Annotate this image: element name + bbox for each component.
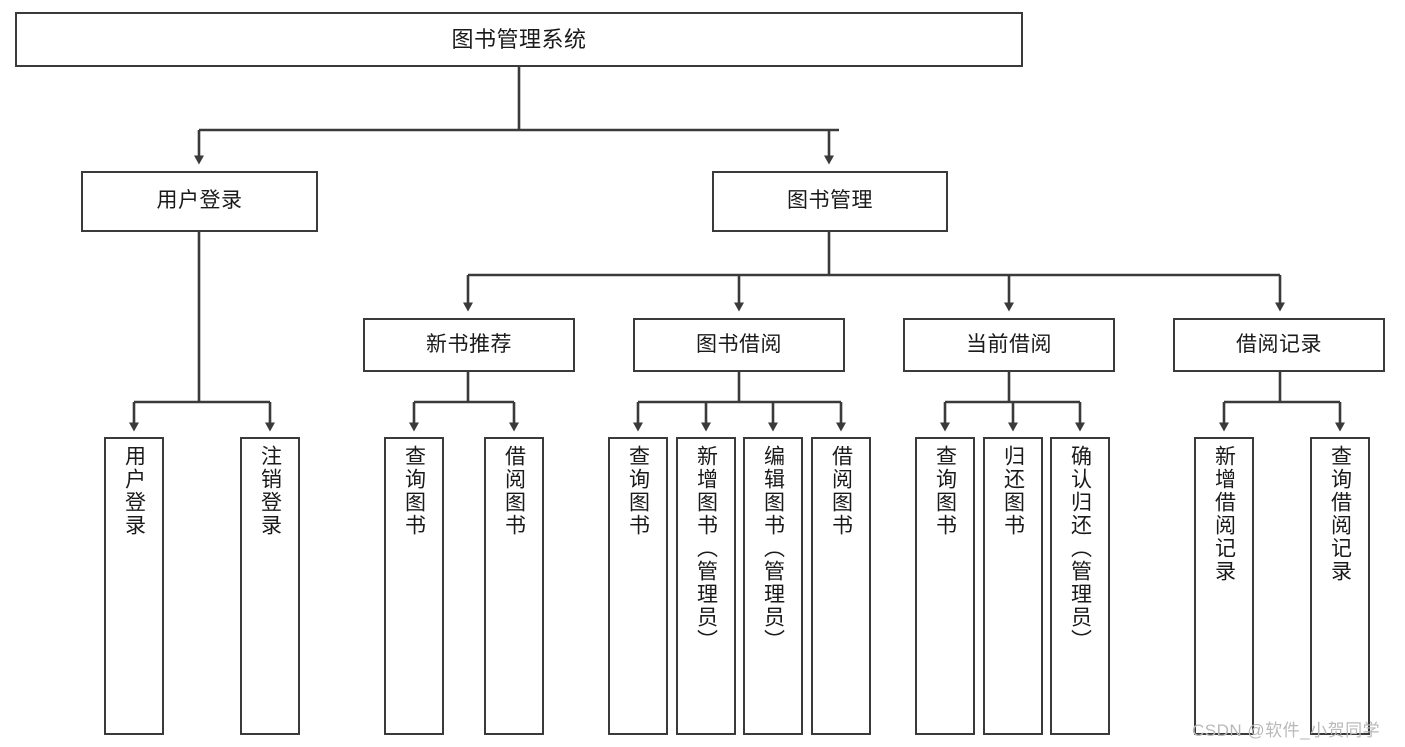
leaf-query-book-2[interactable]: 查询图书 [608,437,668,735]
node-label: 借阅记录 [1236,332,1322,356]
leaf-query-book-1[interactable]: 查询图书 [384,437,444,735]
leaf-query-book-3[interactable]: 查询图书 [915,437,975,735]
node-label: 借阅图书 [829,445,853,537]
node-label: 确认归还（管理员） [1068,445,1092,652]
node-label: 图书管理系统 [451,26,587,52]
leaf-add-book[interactable]: 新增图书（管理员） [676,437,736,735]
node-label: 归还图书 [1001,445,1025,537]
node-current-borrow[interactable]: 当前借阅 [903,318,1115,372]
node-root-system[interactable]: 图书管理系统 [15,12,1023,67]
node-label: 查询借阅记录 [1328,445,1352,583]
node-label: 图书借阅 [696,332,782,356]
node-label: 当前借阅 [966,332,1052,356]
node-borrow-record[interactable]: 借阅记录 [1173,318,1385,372]
node-label: 图书管理 [787,189,873,213]
node-label: 用户登录 [122,445,146,537]
node-label: 用户登录 [156,189,243,213]
node-label: 借阅图书 [502,445,526,537]
node-label: 查询图书 [626,445,650,537]
node-label: 新增图书（管理员） [694,445,718,652]
leaf-logout-login[interactable]: 注销登录 [240,437,300,735]
node-label: 新书推荐 [426,332,512,356]
node-label: 注销登录 [258,445,282,537]
node-user-login[interactable]: 用户登录 [81,171,318,232]
node-new-book-recommend[interactable]: 新书推荐 [363,318,575,372]
leaf-return-book[interactable]: 归还图书 [983,437,1043,735]
node-book-management[interactable]: 图书管理 [712,171,948,232]
leaf-borrow-book-1[interactable]: 借阅图书 [484,437,544,735]
node-label: 查询图书 [933,445,957,537]
node-label: 新增借阅记录 [1212,445,1236,583]
node-label: 查询图书 [402,445,426,537]
leaf-add-borrow-record[interactable]: 新增借阅记录 [1194,437,1254,735]
node-book-borrow[interactable]: 图书借阅 [633,318,845,372]
leaf-user-login[interactable]: 用户登录 [104,437,164,735]
leaf-edit-book[interactable]: 编辑图书（管理员） [743,437,803,735]
csdn-watermark: CSDN @软件_小贺同学 [1192,721,1381,740]
leaf-confirm-return[interactable]: 确认归还（管理员） [1050,437,1110,735]
leaf-borrow-book-2[interactable]: 借阅图书 [811,437,871,735]
leaf-query-borrow-record[interactable]: 查询借阅记录 [1310,437,1370,735]
node-label: 编辑图书（管理员） [761,445,785,652]
